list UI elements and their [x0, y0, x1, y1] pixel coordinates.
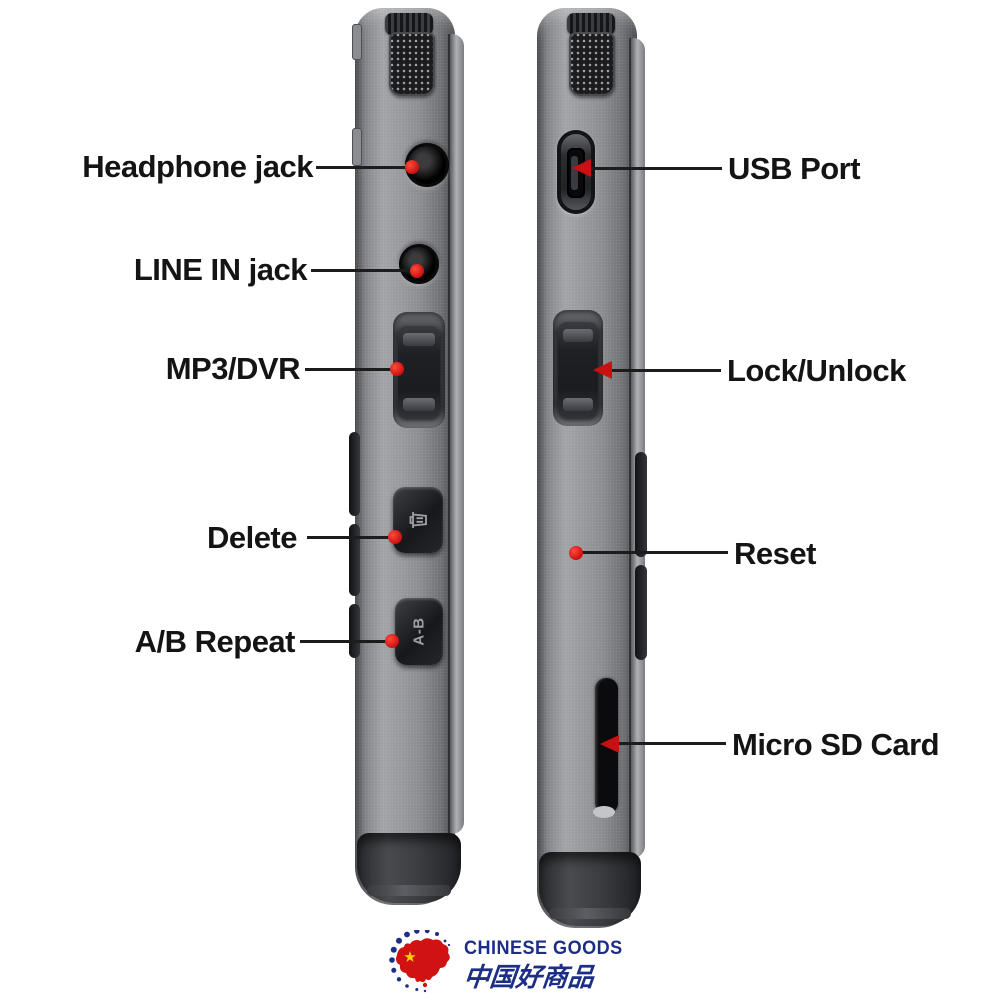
- red-dot-marker: [569, 546, 583, 560]
- slider-ridge: [563, 398, 593, 411]
- red-dot-marker: [385, 634, 399, 648]
- logo-title: CHINESE GOODS: [464, 938, 623, 959]
- device-right-bottom-cap: [539, 852, 641, 926]
- star-icon: [404, 951, 416, 962]
- red-dot-marker: [388, 530, 402, 544]
- mp3-dvr-slider-knob: [398, 326, 440, 418]
- ab-button-label: A-B: [410, 617, 428, 646]
- callout-label-micro-sd-card: Micro SD Card: [732, 727, 940, 762]
- callout-line: [305, 368, 395, 371]
- device-right-side-key: [635, 452, 647, 557]
- delete-button: [393, 487, 443, 553]
- device-right-front-edge: [629, 38, 645, 858]
- callout-line: [311, 269, 413, 272]
- bottom-cap-ridge: [367, 885, 451, 896]
- callout-label-lock-unlock: Lock/Unlock: [727, 353, 906, 388]
- callout-line: [300, 640, 390, 643]
- device-left-bottom-cap: [357, 833, 461, 903]
- sd-slot-highlight: [593, 806, 615, 818]
- callout-label-line-in-jack: LINE IN jack: [133, 252, 308, 287]
- callout-label-ab-repeat: A/B Repeat: [134, 624, 296, 659]
- red-dot-marker: [390, 362, 404, 376]
- logo-subtitle: 中国好商品: [462, 963, 596, 993]
- slider-ridge: [403, 333, 435, 346]
- mic-grille-icon: [389, 32, 435, 96]
- device-left-body: [355, 8, 455, 905]
- lock-unlock-slider-knob: [558, 322, 598, 418]
- callout-line: [582, 551, 728, 554]
- slider-ridge: [403, 398, 435, 411]
- device-right-profile: [537, 8, 651, 928]
- red-arrow-marker: [600, 735, 619, 753]
- callout-label-reset: Reset: [734, 536, 816, 571]
- callout-label-usb-port: USB Port: [728, 151, 861, 186]
- china-map-icon: [389, 930, 451, 993]
- bottom-cap-ridge: [549, 908, 631, 919]
- device-left-side-key: [349, 604, 360, 658]
- red-arrow-marker: [593, 361, 612, 379]
- red-dot-marker: [405, 160, 419, 174]
- device-left-side-key: [349, 524, 360, 596]
- device-left-upper-clip: [352, 128, 362, 166]
- callout-line: [588, 167, 722, 170]
- mic-grille-icon: [569, 32, 615, 96]
- trash-icon: [406, 508, 430, 532]
- callout-line: [609, 369, 721, 372]
- china-map-shape: [396, 938, 450, 983]
- callout-label-headphone-jack: Headphone jack: [82, 149, 313, 184]
- device-right-side-key: [635, 565, 647, 660]
- device-right-top-ribs: [567, 13, 615, 35]
- brand-logo: CHINESE GOODS 中国好商品: [388, 930, 648, 996]
- device-left-profile: A-B: [349, 8, 467, 905]
- callout-line: [316, 166, 409, 169]
- callout-line: [307, 536, 393, 539]
- callout-label-delete: Delete: [206, 520, 298, 555]
- device-left-side-key: [349, 432, 360, 516]
- callout-line: [616, 742, 726, 745]
- red-arrow-marker: [572, 159, 591, 177]
- device-left-top-clip: [352, 24, 362, 60]
- slider-ridge: [563, 329, 593, 342]
- callout-label-mp3-dvr: MP3/DVR: [165, 351, 301, 386]
- red-dot-marker: [410, 264, 424, 278]
- ab-repeat-button: A-B: [395, 598, 443, 665]
- hainan-island-shape: [422, 982, 428, 988]
- device-left-front-edge: [448, 34, 464, 834]
- device-left-top-ribs: [385, 13, 433, 35]
